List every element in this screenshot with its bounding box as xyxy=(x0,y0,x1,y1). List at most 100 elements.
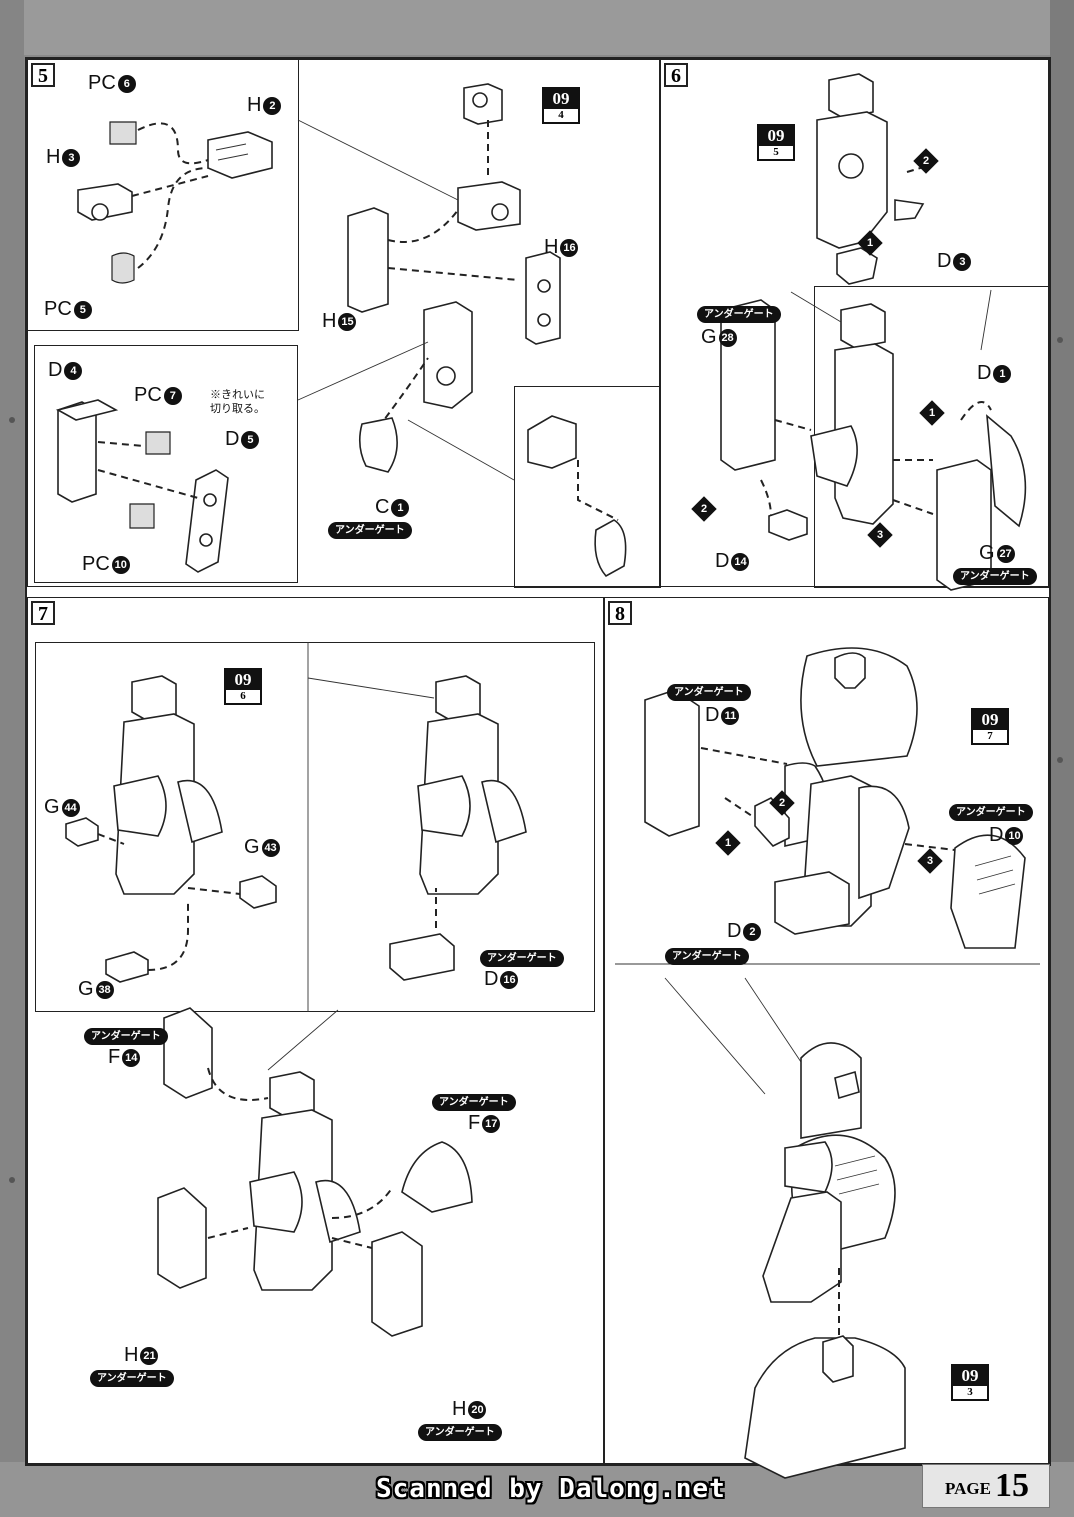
part-letter: D xyxy=(225,428,240,450)
part-number: 38 xyxy=(95,981,114,999)
part-number: 7 xyxy=(163,387,182,405)
part-number: 1 xyxy=(993,365,1012,383)
part-letter: H xyxy=(247,94,262,116)
part-letter: G xyxy=(78,978,94,1000)
part-number: 10 xyxy=(1005,827,1024,845)
trim-note-line-1: ※きれいに xyxy=(210,389,265,401)
step-8-panel: 8 xyxy=(604,597,1049,1479)
part-number: 20 xyxy=(468,1401,487,1419)
part-number: 6 xyxy=(117,75,136,93)
step-7-subpanel xyxy=(35,642,595,1012)
part-number: 43 xyxy=(261,839,280,857)
step-7-panel: 7 xyxy=(27,597,604,1464)
arrow-number: 3 xyxy=(926,855,934,867)
reference-bottom: 5 xyxy=(773,146,779,158)
step-arrow-2b: 2 xyxy=(691,496,717,522)
step-8-number: 8 xyxy=(608,601,632,625)
step-arrow-2: 2 xyxy=(913,148,939,174)
page-number: 15 xyxy=(995,1467,1029,1504)
part-letter: PC xyxy=(88,72,116,94)
arrow-number: 1 xyxy=(724,837,732,849)
part-number: 11 xyxy=(721,707,740,725)
part-number: 16 xyxy=(500,971,519,989)
part-number: 27 xyxy=(996,545,1015,563)
step-arrow-2: 2 xyxy=(769,790,795,816)
arrow-number: 2 xyxy=(700,503,708,515)
step-6-parts-illustration xyxy=(720,73,1027,591)
part-letter: D xyxy=(977,362,992,384)
reference-box-09-6: 09 6 xyxy=(224,668,262,705)
under-gate-badge: アンダーゲート xyxy=(949,804,1033,821)
step-5-number: 5 xyxy=(31,63,55,87)
part-number: 2 xyxy=(263,97,282,115)
arrow-number: 2 xyxy=(778,797,786,809)
part-letter: H xyxy=(322,310,337,332)
part-number: 14 xyxy=(731,553,750,571)
reference-bottom: 3 xyxy=(967,1386,973,1398)
under-gate-badge: アンダーゲート xyxy=(328,522,412,539)
step-6-panel: 6 09 5 2 1 xyxy=(660,59,1050,591)
reference-box-09-4: 09 4 xyxy=(542,87,580,124)
trim-note: ※きれいに 切り取る。 xyxy=(210,388,265,416)
part-number: 5 xyxy=(73,301,92,319)
part-letter: G xyxy=(44,796,60,818)
part-letter: PC xyxy=(134,384,162,406)
scan-credit: Scanned by Dalong.net xyxy=(376,1474,726,1504)
reference-top: 09 xyxy=(226,670,260,690)
part-letter: D xyxy=(484,968,499,990)
under-gate-badge: アンダーゲート xyxy=(480,950,564,967)
reference-bottom: 4 xyxy=(558,109,564,121)
reference-top: 09 xyxy=(953,1366,987,1386)
step-8-parts-illustration xyxy=(615,647,1040,1479)
page-number-box: PAGE 15 xyxy=(922,1464,1050,1508)
step-arrow-1: 1 xyxy=(715,830,741,856)
part-letter: D xyxy=(989,824,1004,846)
part-letter: D xyxy=(727,920,742,942)
part-letter: D xyxy=(705,704,720,726)
step-7-parts-illustration xyxy=(65,642,527,1337)
arrow-number: 3 xyxy=(876,529,884,541)
part-number: 17 xyxy=(482,1115,501,1133)
part-letter: D xyxy=(48,359,63,381)
reference-box-09-5: 09 5 xyxy=(757,124,795,161)
part-letter: D xyxy=(937,250,952,272)
part-letter: H xyxy=(46,146,61,168)
reference-bottom: 6 xyxy=(240,690,246,702)
trim-note-line-2: 切り取る。 xyxy=(210,403,265,415)
part-letter: G xyxy=(244,836,260,858)
part-number: 15 xyxy=(338,313,357,331)
part-number: 1 xyxy=(391,499,410,517)
arrow-number: 1 xyxy=(866,237,874,249)
under-gate-badge: アンダーゲート xyxy=(667,684,751,701)
step-5-subpanel-d4 xyxy=(34,345,298,583)
part-letter: D xyxy=(715,550,730,572)
step-7-number: 7 xyxy=(31,601,55,625)
reference-top: 09 xyxy=(544,89,578,109)
part-number: 21 xyxy=(140,1347,159,1365)
part-number: 5 xyxy=(241,431,260,449)
reference-box-09-3: 09 3 xyxy=(951,1364,989,1401)
under-gate-badge: アンダーゲート xyxy=(84,1028,168,1045)
step-arrow-3: 3 xyxy=(867,522,893,548)
part-number: 3 xyxy=(62,149,81,167)
